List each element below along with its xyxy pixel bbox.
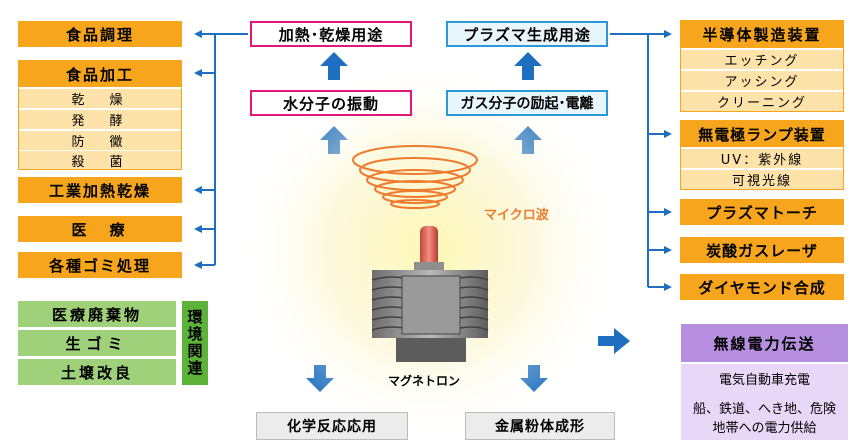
gas-molecule-excitation-box: ガス分子の励起･電離 — [446, 90, 608, 116]
food-processing-item-fermentation: 発 酵 — [19, 110, 181, 129]
chemical-reaction-box: 化学反応応用 — [256, 412, 408, 440]
lamp-group: 無電極ランプ装置 UV：紫外線 可視光線 — [680, 120, 844, 190]
magnetron-label: マグネトロン — [388, 374, 461, 388]
wireless-power-details: 電気自動車充電 船、鉄道、へき地、危険 地帯への電力供給 — [681, 364, 848, 440]
metal-powder-forming-box: 金属粉体成形 — [465, 412, 615, 440]
food-processing-item-drying: 乾 燥 — [19, 89, 181, 108]
diamond-synthesis-box: ダイヤモンド合成 — [680, 274, 844, 300]
microwave-label: マイクロ波 — [484, 208, 549, 223]
semiconductor-title: 半導体製造装置 — [681, 21, 843, 48]
semiconductor-item-cleaning: クリーニング — [681, 92, 843, 111]
lamp-item-visible-light: 可視光線 — [681, 170, 843, 189]
plasma-torch-box: プラズマトーチ — [680, 199, 844, 225]
waste-box: 各種ゴミ処理 — [18, 252, 182, 278]
food-processing-item-antimold: 防 黴 — [19, 131, 181, 150]
wireless-line-ev-charging: 電気自動車充電 — [718, 372, 810, 388]
industrial-drying-box: 工業加熱乾燥 — [18, 177, 182, 203]
co2-laser-box: 炭酸ガスレーザ — [680, 237, 844, 263]
food-processing-group: 食品加工 乾 燥 発 酵 防 黴 殺 菌 — [18, 60, 182, 170]
heating-drying-use-box: 加熱･乾燥用途 — [250, 21, 412, 47]
env-label: 環境関連 — [182, 301, 208, 385]
food-cooking-box: 食品調理 — [18, 21, 182, 47]
semiconductor-item-etching: エッチング — [681, 50, 843, 69]
lamp-item-uv: UV：紫外線 — [681, 149, 843, 168]
env-item-food-waste: 生ゴミ — [18, 330, 176, 356]
wireless-line-power-supply: 地帯への電力供給 — [712, 420, 817, 436]
semiconductor-group: 半導体製造装置 エッチング アッシング クリーニング — [680, 20, 844, 112]
food-processing-title: 食品加工 — [19, 61, 181, 87]
wireless-power-title: 無線電力伝送 — [681, 324, 848, 362]
wireless-line-ships-rail: 船、鉄道、へき地、危険 — [692, 401, 836, 417]
food-processing-item-sterilization: 殺 菌 — [19, 151, 181, 170]
plasma-generation-use-box: プラズマ生成用途 — [446, 21, 608, 47]
env-item-soil-improvement: 土壌改良 — [18, 359, 176, 385]
medical-box: 医 療 — [18, 216, 182, 242]
water-molecule-vibration-box: 水分子の振動 — [250, 90, 412, 116]
semiconductor-item-ashing: アッシング — [681, 71, 843, 90]
env-item-medical-waste: 医療廃棄物 — [18, 301, 176, 327]
lamp-title: 無電極ランプ装置 — [681, 121, 843, 147]
